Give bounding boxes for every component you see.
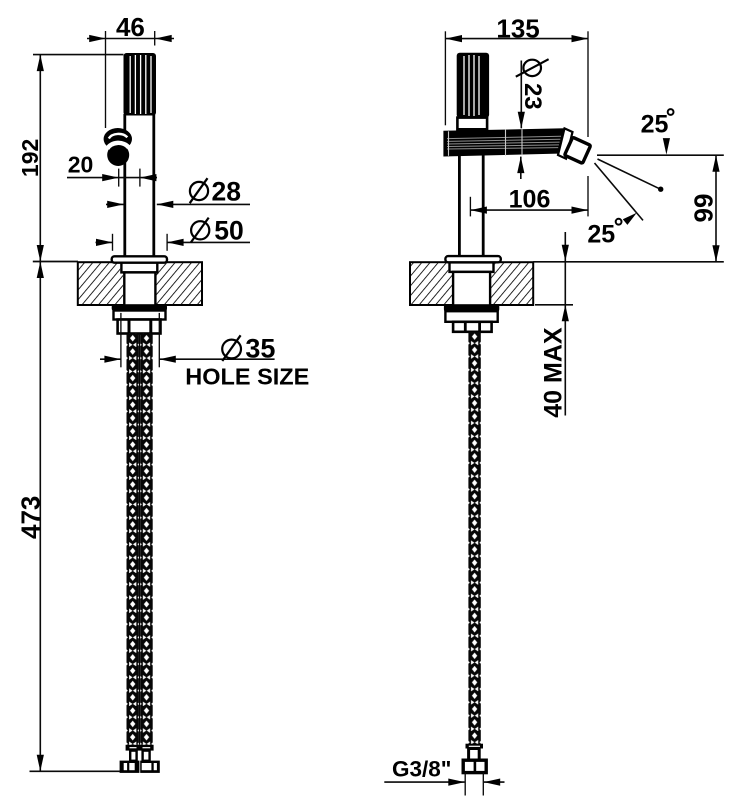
svg-text:40 MAX: 40 MAX bbox=[540, 327, 568, 418]
svg-text:23: 23 bbox=[519, 83, 546, 110]
svg-text:28: 28 bbox=[212, 177, 241, 207]
svg-text:192: 192 bbox=[17, 139, 43, 177]
svg-text:46: 46 bbox=[116, 12, 145, 42]
svg-text:99: 99 bbox=[689, 194, 719, 223]
svg-text:106: 106 bbox=[509, 186, 551, 214]
svg-text:20: 20 bbox=[68, 152, 94, 178]
svg-text:35: 35 bbox=[245, 334, 275, 364]
svg-text:G3/8": G3/8" bbox=[392, 757, 451, 782]
svg-text:25: 25 bbox=[641, 111, 669, 139]
svg-text:HOLE SIZE: HOLE SIZE bbox=[185, 364, 309, 390]
svg-text:25: 25 bbox=[587, 221, 615, 249]
svg-text:50: 50 bbox=[214, 216, 243, 246]
svg-text:473: 473 bbox=[16, 496, 46, 539]
svg-text:135: 135 bbox=[496, 13, 539, 43]
